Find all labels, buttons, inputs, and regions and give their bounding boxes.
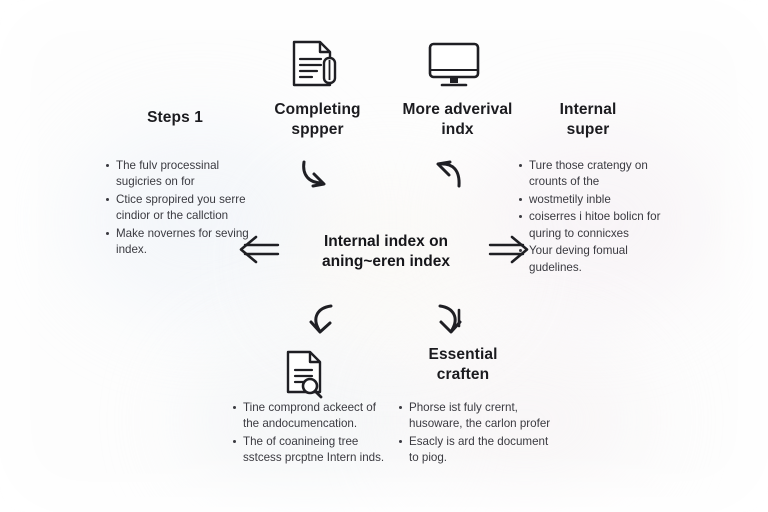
center-label: Internal index on aning~eren index <box>322 233 450 271</box>
list-item: Phorse ist fuly crernt, husoware, the ca… <box>398 400 558 433</box>
list-item: Ture those cratengy on crounts of the <box>518 158 670 191</box>
bullet-list-internal-super: Ture those cratengy on crounts of the wo… <box>518 158 670 277</box>
document-search-icon <box>278 348 332 400</box>
curved-arrow-down-left <box>305 300 345 347</box>
node-heading-essential-craften: Essential craften <box>428 346 498 383</box>
list-item: Make novernes for seving index. <box>105 226 255 259</box>
list-item: Esacly is ard the document to piog. <box>398 434 558 467</box>
bullet-list-steps-1: The fulv processinal sugicries on for Ct… <box>105 158 255 260</box>
list-item: Your deving fomual gudelines. <box>518 243 670 276</box>
node-heading-completing-sppper: Completing sppper <box>274 101 361 138</box>
bullet-list-bottom-left: Tine comprond ackeect of the andocumenca… <box>232 400 392 468</box>
list-item: Tine comprond ackeect of the andocumenca… <box>232 400 392 433</box>
curved-arrow-down-right-lower <box>428 300 468 347</box>
node-heading-internal-super: Internal super <box>559 101 617 138</box>
node-heading-more-adverival-indx: More adverival indx <box>402 101 513 138</box>
arrow-right <box>486 232 532 273</box>
bullet-list-essential-craften: Phorse ist fuly crernt, husoware, the ca… <box>398 400 558 468</box>
node-heading-steps-1: Steps 1 <box>147 109 203 126</box>
monitor-icon <box>425 40 483 90</box>
arrow-left <box>236 232 282 273</box>
list-item: Ctice spropired you serre cindior or the… <box>105 192 255 225</box>
list-item: The of coanineing tree sstcess prcptne I… <box>232 434 392 467</box>
list-item: coiserres i hitoe bolicn for quring to c… <box>518 209 670 242</box>
list-item: wostmetily inble <box>518 192 670 208</box>
curved-arrow-down-right <box>295 155 335 200</box>
list-item: The fulv processinal sugicries on for <box>105 158 255 191</box>
curved-arrow-up-left <box>428 155 468 200</box>
document-pen-icon <box>284 38 342 90</box>
